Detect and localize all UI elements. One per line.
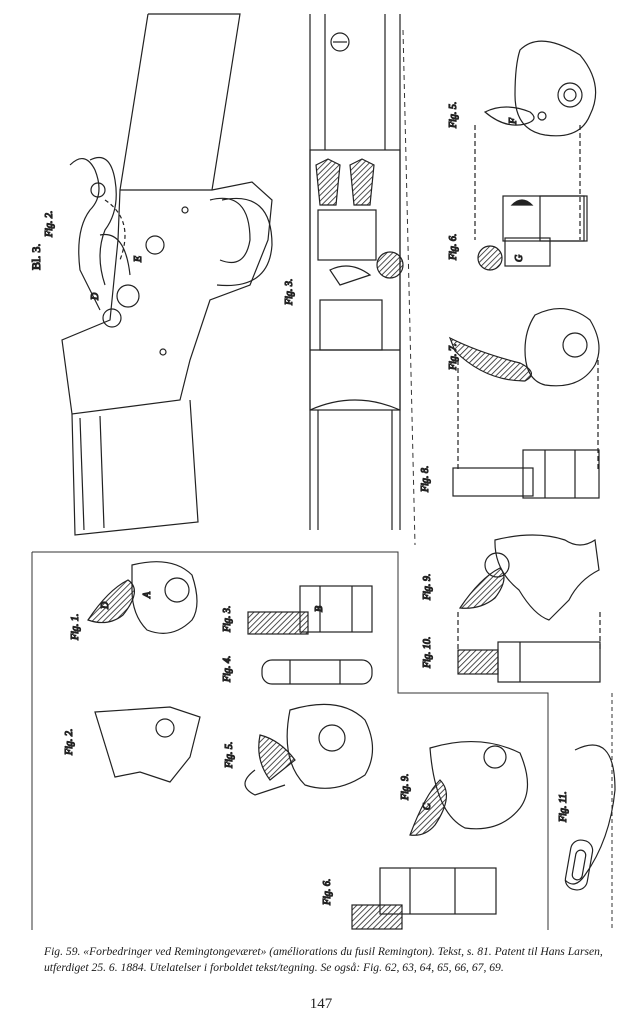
upper-fig8-label: Fig. 8. <box>420 466 431 493</box>
page-number: 147 <box>309 996 333 1012</box>
lower-fig9-hammer-drawing: C Fig. 9. <box>399 741 529 836</box>
lower-fig1-label: Fig. 1. <box>70 614 81 641</box>
upper-fig7-label: Fig. 7. <box>448 344 459 371</box>
upper-fig9-label: Fig. 9. <box>422 574 433 601</box>
upper-fig10-block-drawing: Fig. 10. <box>421 636 601 683</box>
upper-fig6-label: Fig. 6. <box>448 234 459 261</box>
part-letter-g: G <box>514 255 525 262</box>
part-letter-d: D <box>90 292 101 301</box>
lower-fig6-label: Fig. 6. <box>322 879 333 906</box>
upper-fig2-receiver-drawing: Fig. 2. D E <box>43 13 273 536</box>
lower-fig3-block-drawing: B Fig. 3. <box>221 585 373 635</box>
lower-fig3-label: Fig. 3. <box>222 606 233 633</box>
lower-fig11-label: Fig. 11. <box>558 791 569 823</box>
lower-fig6-block-drawing: Fig. 6. <box>321 867 497 930</box>
lower-fig4-label: Fig. 4. <box>222 656 233 683</box>
part-letter-e: E <box>133 256 144 263</box>
upper-fig6-block-drawing: G Fig. 6. <box>447 195 588 271</box>
upper-fig5-hammer-drawing: F Fig. 5. <box>447 40 597 137</box>
lower-fig11-spring-drawing: Fig. 11. <box>557 744 616 891</box>
upper-fig5-label: Fig. 5. <box>448 102 459 129</box>
lower-fig5-hammer-drawing: Fig. 5. <box>223 703 374 796</box>
upper-fig7-hammer-drawing: Fig. 7. <box>447 308 600 387</box>
lower-fig4-pin-drawing: Fig. 4. <box>221 655 373 685</box>
patent-plate-drawing: Bl. 3. Fig. 2. D E <box>28 13 616 930</box>
lower-fig2-label: Fig. 2. <box>64 729 75 756</box>
part-letter-a: A <box>142 591 153 599</box>
upper-fig3-label: Fig. 3. <box>284 279 295 306</box>
upper-fig2-label: Fig. 2. <box>44 211 55 238</box>
lower-fig5-label: Fig. 5. <box>224 742 235 769</box>
upper-fig10-label: Fig. 10. <box>422 637 433 669</box>
figure-caption: Fig. 59. «Forbedringer ved Remingtongevæ… <box>44 945 603 974</box>
part-letter-d-lower: D <box>100 601 111 610</box>
lower-fig9-label: Fig. 9. <box>400 774 411 801</box>
upper-fig8-block-drawing: Fig. 8. <box>419 449 600 499</box>
upper-fig3-action-drawing: Fig. 3. <box>283 14 404 530</box>
part-letter-c: C <box>422 803 433 810</box>
plate-id-label: Bl. 3. <box>29 244 43 270</box>
upper-fig9-hammer-drawing: Fig. 9. <box>421 534 600 621</box>
part-letter-b: B <box>314 606 325 612</box>
part-letter-f: F <box>508 117 519 125</box>
lower-fig2-plate-drawing: Fig. 2. <box>63 706 201 783</box>
lower-fig1-hammer-drawing: D A Fig. 1. <box>69 561 198 642</box>
